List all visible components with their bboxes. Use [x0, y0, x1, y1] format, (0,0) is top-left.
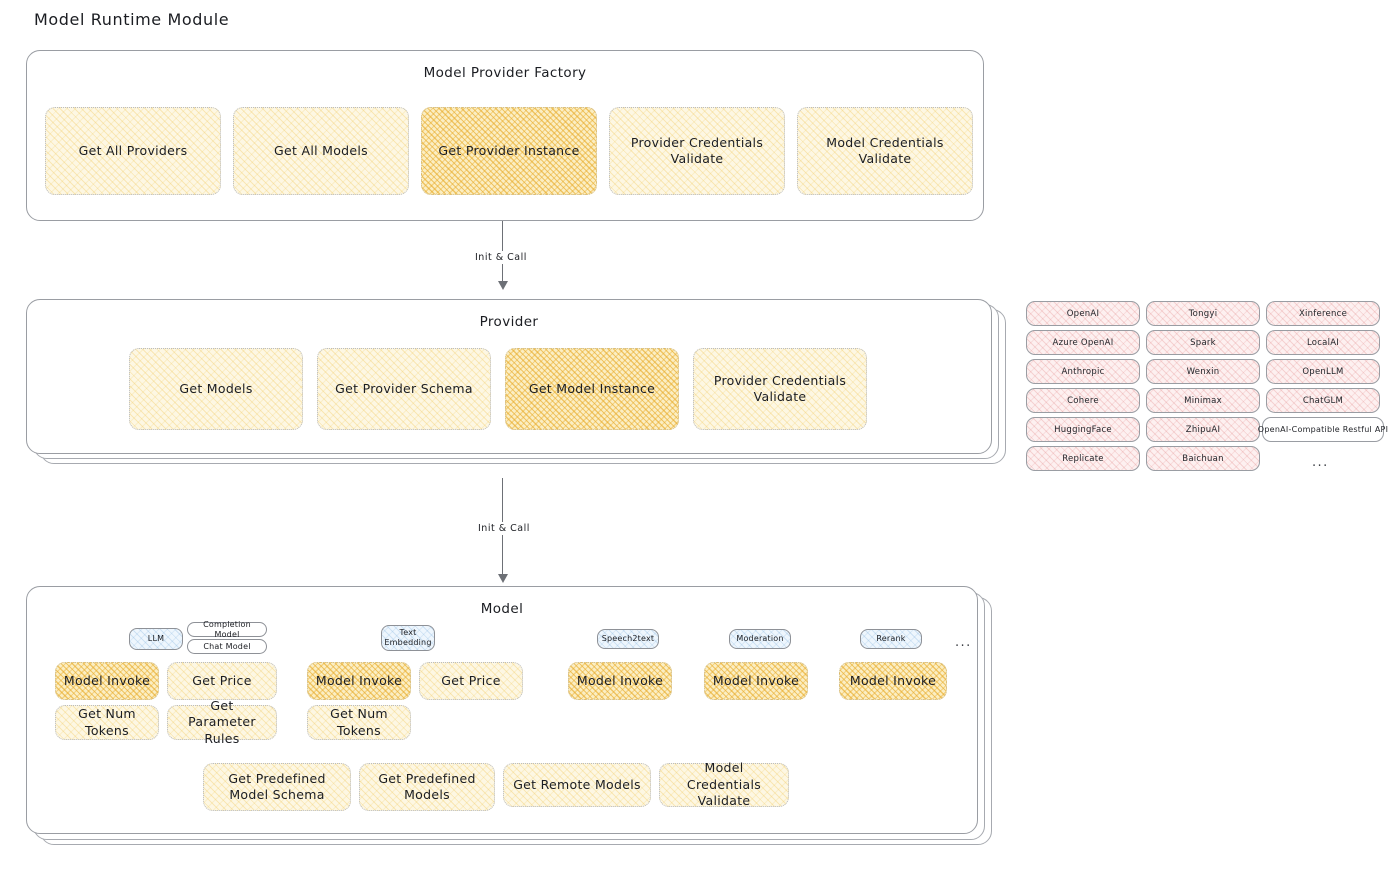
factory-node-model-credentials-validate[interactable]: Model Credentials Validate — [797, 107, 973, 195]
provider-chip-localai[interactable]: LocalAI — [1266, 330, 1380, 355]
model-shared-op-get-predefined-models[interactable]: Get Predefined Models — [359, 763, 495, 811]
provider-chip-wenxin[interactable]: Wenxin — [1146, 359, 1260, 384]
model-type-subchip-completion-model[interactable]: Completion Model — [187, 620, 267, 639]
model-type-chip-speech2text[interactable]: Speech2text — [597, 629, 659, 649]
factory-node-get-all-providers[interactable]: Get All Providers — [45, 107, 221, 195]
factory-node-get-all-models[interactable]: Get All Models — [233, 107, 409, 195]
model-provider-factory-card: Model Provider Factory Get All Providers… — [26, 50, 984, 221]
provider-list-more-ellipsis: ... — [1312, 455, 1329, 470]
arrow-factory-to-provider-head — [498, 281, 508, 290]
model-type-chip-llm[interactable]: LLM — [129, 628, 183, 650]
provider-chip-cohere[interactable]: Cohere — [1026, 388, 1140, 413]
arrow-provider-to-model-head — [498, 574, 508, 583]
provider-node-provider-credentials-validate[interactable]: Provider Credentials Validate — [693, 348, 867, 430]
model-types-more-ellipsis: ... — [955, 635, 972, 650]
provider-title: Provider — [479, 314, 539, 330]
provider-chip-azure-openai[interactable]: Azure OpenAI — [1026, 330, 1140, 355]
provider-chip-huggingface[interactable]: HuggingFace — [1026, 417, 1140, 442]
provider-chip-spark[interactable]: Spark — [1146, 330, 1260, 355]
model-op-llm-get-parameter-rules[interactable]: Get Parameter Rules — [167, 698, 277, 746]
factory-node-provider-credentials-validate[interactable]: Provider Credentials Validate — [609, 107, 785, 195]
model-op-llm-get-price[interactable]: Get Price — [167, 662, 277, 700]
provider-node-get-model-instance[interactable]: Get Model Instance — [505, 348, 679, 430]
model-shared-op-model-credentials-validate[interactable]: Model Credentials Validate — [659, 760, 789, 808]
model-op-moderation-model-invoke[interactable]: Model Invoke — [704, 662, 808, 700]
factory-title: Model Provider Factory — [423, 65, 587, 81]
model-shared-op-get-remote-models[interactable]: Get Remote Models — [503, 763, 651, 807]
provider-chip-replicate[interactable]: Replicate — [1026, 446, 1140, 471]
provider-chip-anthropic[interactable]: Anthropic — [1026, 359, 1140, 384]
provider-chip-zhipuai[interactable]: ZhipuAI — [1146, 417, 1260, 442]
model-type-chip-moderation[interactable]: Moderation — [729, 629, 791, 649]
provider-chip-tongyi[interactable]: Tongyi — [1146, 301, 1260, 326]
provider-chip-baichuan[interactable]: Baichuan — [1146, 446, 1260, 471]
provider-node-get-provider-schema[interactable]: Get Provider Schema — [317, 348, 491, 430]
model-op-text-embedding-get-price[interactable]: Get Price — [419, 662, 523, 700]
arrow-provider-to-model-label: Init & Call — [474, 522, 534, 535]
provider-chip-chatglm[interactable]: ChatGLM — [1266, 388, 1380, 413]
page-title: Model Runtime Module — [34, 10, 230, 29]
model-type-chip-rerank[interactable]: Rerank — [860, 629, 922, 649]
provider-card: Provider Get Models Get Provider Schema … — [26, 299, 992, 454]
model-card: Model LLM Completion Model Chat Model Mo… — [26, 586, 978, 834]
provider-chip-openai-compatible-restful-api[interactable]: OpenAI-Compatible Restful API — [1258, 417, 1388, 442]
arrow-factory-to-provider-label: Init & Call — [471, 251, 531, 264]
model-op-speech2text-model-invoke[interactable]: Model Invoke — [568, 662, 672, 700]
provider-chip-openllm[interactable]: OpenLLM — [1266, 359, 1380, 384]
provider-chip-minimax[interactable]: Minimax — [1146, 388, 1260, 413]
model-op-llm-get-num-tokens[interactable]: Get Num Tokens — [55, 705, 159, 740]
provider-chip-openai[interactable]: OpenAI — [1026, 301, 1140, 326]
model-title: Model — [480, 601, 524, 617]
provider-node-get-models[interactable]: Get Models — [129, 348, 303, 430]
model-op-llm-model-invoke[interactable]: Model Invoke — [55, 662, 159, 700]
model-type-chip-text-embedding[interactable]: Text Embedding — [381, 625, 435, 651]
model-shared-op-get-predefined-model-schema[interactable]: Get Predefined Model Schema — [203, 763, 351, 811]
factory-node-get-provider-instance[interactable]: Get Provider Instance — [421, 107, 597, 195]
model-op-text-embedding-model-invoke[interactable]: Model Invoke — [307, 662, 411, 700]
model-op-rerank-model-invoke[interactable]: Model Invoke — [839, 662, 947, 700]
provider-chip-xinference[interactable]: Xinference — [1266, 301, 1380, 326]
model-op-text-embedding-get-num-tokens[interactable]: Get Num Tokens — [307, 705, 411, 740]
model-type-subchip-chat-model[interactable]: Chat Model — [187, 639, 267, 654]
